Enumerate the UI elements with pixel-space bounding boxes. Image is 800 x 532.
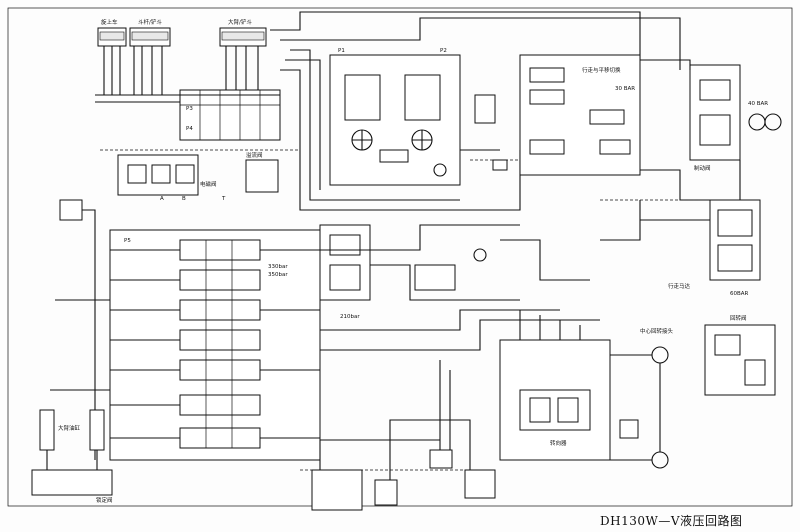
accumulator-2 — [764, 113, 782, 131]
label-t: T — [221, 196, 226, 202]
solenoid-valve-2 — [529, 89, 565, 105]
boom-cylinders — [31, 409, 113, 496]
label-swing-top: 旋上车 — [101, 18, 118, 26]
label-boom-bucket: 大臂/铲斗 — [228, 18, 252, 26]
solenoid-valve-5 — [599, 139, 631, 155]
label-travel-switch: 行走与平移切换 — [582, 66, 621, 74]
brake-cylinder — [619, 419, 639, 439]
label-p1: P1 — [338, 48, 345, 54]
label-p2: P2 — [440, 48, 447, 54]
cooler — [473, 248, 487, 262]
pilot-connection-block — [179, 89, 281, 141]
pump-coupling — [379, 149, 409, 163]
main-control-valve — [109, 229, 321, 461]
gear-pump — [433, 163, 447, 177]
label-boom-cyl: 大臂油缸 — [58, 424, 81, 432]
rotary-valve — [311, 469, 363, 511]
pilot-valve-boom — [219, 27, 267, 95]
label-bar350: 350bar — [268, 272, 288, 278]
frame — [7, 7, 793, 507]
label-bar40: 40 BAR — [748, 101, 768, 107]
label-bar60: 60BAR — [730, 291, 749, 297]
pump-regulator-left — [344, 74, 381, 121]
pressure-switch — [492, 159, 508, 171]
label-steering: 转向器 — [550, 439, 567, 447]
accumulator-left — [59, 199, 83, 221]
label-p3: P3 — [186, 106, 193, 112]
relief-valve-block — [245, 159, 279, 193]
pilot-valve-swing — [97, 27, 127, 95]
label-a: A — [160, 196, 164, 202]
outrigger-cylinder — [374, 479, 398, 506]
label-p4: P4 — [186, 126, 193, 132]
filter — [414, 264, 456, 291]
check-valve-lower — [429, 449, 453, 469]
accumulator-1 — [748, 113, 766, 131]
label-swing-valve: 回转阀 — [730, 314, 747, 322]
hydraulic-motor-2 — [651, 451, 669, 469]
label-bar330: 330bar — [268, 264, 288, 270]
solenoid-valve-3 — [589, 109, 625, 125]
pump-regulator-right — [404, 74, 441, 121]
label-b: B — [182, 196, 186, 202]
label-solenoid-valve: 电磁阀 — [200, 180, 217, 188]
label-bar210: 210bar — [340, 314, 360, 320]
solenoid-valve-4 — [529, 139, 565, 155]
label-travel-motor: 行走马达 — [668, 282, 691, 290]
hydraulic-motor-1 — [651, 346, 669, 364]
label-lock-valve: 锁定阀 — [96, 496, 113, 504]
label-bar30: 30 BAR — [615, 86, 635, 92]
pilot-valve-stick — [129, 27, 171, 95]
label-stick-bucket: 斗杆/铲斗 — [138, 18, 162, 26]
brake-valve-block — [689, 64, 741, 161]
label-p5: P5 — [124, 238, 131, 244]
diagram-caption: DH130W—V液压回路图 — [600, 514, 743, 528]
valve-lower-center — [464, 469, 496, 499]
small-check-valve — [474, 94, 496, 124]
label-relief: 溢流阀 — [246, 151, 263, 159]
solenoid-valve-1 — [529, 67, 565, 83]
label-brake-valve: 制动阀 — [694, 164, 711, 172]
label-center-joint: 中心回转接头 — [640, 327, 674, 335]
